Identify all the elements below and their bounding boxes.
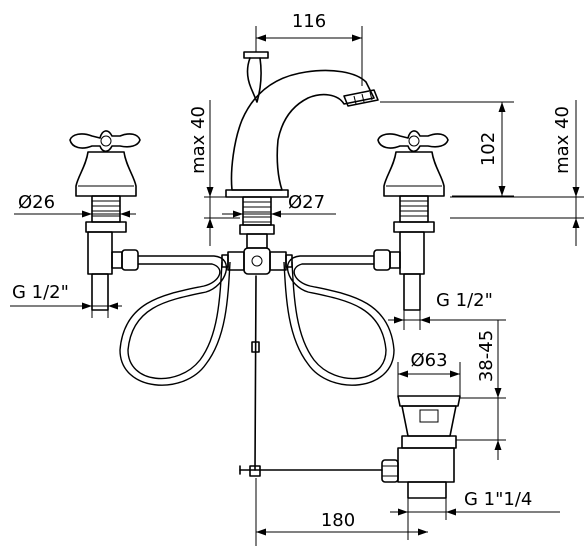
waste-nut [401,435,457,449]
waste-flange [397,395,461,407]
dim-spout-base: Ø27 [222,192,336,218]
dim-max-40-right: max 40 [450,100,584,246]
thread-left-label: G 1/2" [12,282,69,303]
right-handle-bell [383,151,445,197]
max-40-right-label: max 40 [552,106,573,174]
waste-range-label: 38-45 [476,330,497,382]
left-handle [69,130,141,311]
spout-body [230,69,375,191]
waste-body-lower [397,447,455,483]
dim-handle-base: Ø26 [14,192,136,222]
dim-tap-spacing: 180 [255,478,428,546]
waste-drain [381,395,461,499]
right-cross-handle [377,130,449,153]
waste-tail [407,481,447,499]
pop-up-rod [239,275,383,477]
dim-thread-right: G 1/2" [388,290,506,330]
spout-reach-label: 116 [292,11,326,32]
spout [221,51,379,275]
max-40-center-label: max 40 [188,106,209,174]
dim-spout-height: 102 [380,101,514,197]
spout-height-label: 102 [478,132,499,166]
dim-waste-thread: G 1"1/4 [390,489,560,540]
handle-base-diameter-label: Ø26 [18,192,55,213]
left-cross-handle [69,130,141,153]
spout-shank [239,196,275,249]
right-hose [283,255,395,386]
waste-thread-label: G 1"1/4 [464,489,532,510]
left-handle-bell [75,151,137,197]
spout-aerator [343,89,379,107]
dim-thread-left: G 1/2" [10,282,122,318]
right-handle [373,130,449,311]
pop-up-lever-rod [246,57,262,103]
pop-up-lever-knob [243,51,269,59]
spout-base [225,189,289,198]
spout-base-diameter-label: Ø27 [288,192,325,213]
tap-spacing-label: 180 [321,510,355,531]
thread-right-label: G 1/2" [436,290,493,311]
dim-waste-flange: Ø63 [397,350,461,396]
dim-spout-reach: 116 [255,11,363,86]
dim-max-40-center: max 40 [188,100,240,246]
tee-connector [221,247,293,275]
left-hose [119,255,231,386]
dim-waste-range: 38-45 [456,320,506,460]
waste-flange-diameter-label: Ø63 [410,350,447,371]
